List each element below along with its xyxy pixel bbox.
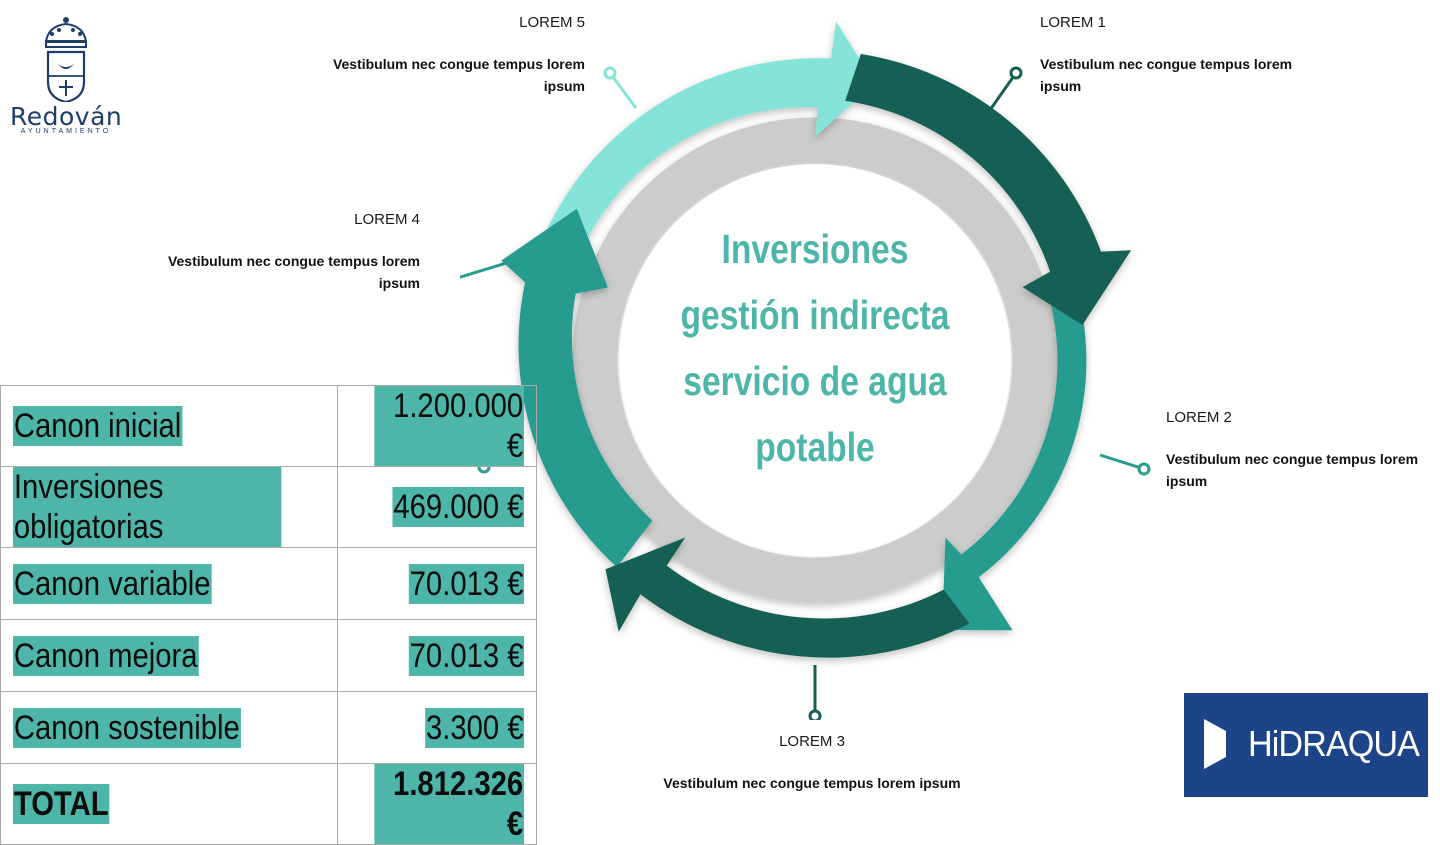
row-label: Canon variable [13, 563, 212, 604]
brand-name: HiDRAQUA [1248, 723, 1420, 764]
row-value-cell: 70.013 € [337, 619, 537, 692]
table-row: Canon variable 70.013 € [0, 547, 537, 620]
table-row: Canon mejora 70.013 € [0, 619, 537, 692]
table-row: Canon inicial 1.200.000 € [0, 385, 537, 467]
callout-5: LOREM 5 Vestibulum nec congue tempus lor… [295, 14, 585, 97]
table-total-row: TOTAL 1.812.326 € [0, 763, 537, 845]
title-line-4: potable [755, 424, 875, 470]
diagram-title: Inversiones gestión indirecta servicio d… [672, 216, 959, 480]
callout-1-dot [1009, 66, 1023, 80]
row-value: 70.013 € [408, 635, 524, 676]
row-label: Inversiones obligatorias [13, 467, 282, 547]
total-label-cell: TOTAL [0, 763, 338, 845]
row-value: 1.200.000 € [374, 386, 524, 466]
inner-ring [572, 117, 1058, 603]
center-circle [619, 164, 1011, 556]
row-value: 3.300 € [424, 707, 524, 748]
row-value-cell: 3.300 € [337, 691, 537, 764]
cycle-arrow-dark-bottom [605, 537, 970, 658]
callout-4-heading: LOREM 4 [354, 211, 420, 228]
callout-3: LOREM 3 Vestibulum nec congue tempus lor… [662, 733, 962, 794]
total-label: TOTAL [13, 784, 110, 824]
cycle-arrow-mid-right [942, 298, 1087, 631]
title-line-2: gestión indirecta [680, 292, 950, 338]
row-value: 469.000 € [392, 487, 524, 527]
row-label-cell: Inversiones obligatorias [0, 466, 338, 548]
logo-name: Redován [10, 102, 123, 131]
callout-3-body: Vestibulum nec congue tempus lorem ipsum [663, 775, 961, 791]
cycle-arrow-light [547, 21, 875, 250]
callout-2-dot [1137, 462, 1151, 476]
callout-1: LOREM 1 Vestibulum nec congue tempus lor… [1040, 14, 1330, 97]
row-label: Canon sostenible [13, 707, 241, 748]
callout-1-heading: LOREM 1 [1040, 14, 1106, 31]
row-label-cell: Canon variable [0, 547, 338, 620]
callout-5-heading: LOREM 5 [519, 14, 585, 31]
callout-5-body: Vestibulum nec congue tempus lorem ipsum [332, 56, 585, 94]
total-value: 1.812.326 € [374, 764, 524, 844]
crest-icon [44, 17, 88, 102]
row-value-cell: 1.200.000 € [337, 385, 537, 467]
row-value-cell: 70.013 € [337, 547, 537, 620]
callout-1-body: Vestibulum nec congue tempus lorem ipsum [1040, 56, 1293, 94]
cycle-diagram [460, 21, 1151, 720]
cycle-arrow-mid-left [501, 208, 653, 568]
redovan-logo: Redován AYUNTAMIENTO [10, 14, 122, 140]
row-value: 70.013 € [408, 563, 524, 604]
callout-4-body: Vestibulum nec congue tempus lorem ipsum [167, 253, 420, 291]
hidraqua-logo: HiDRAQUA [1184, 693, 1428, 797]
title-line-3: servicio de agua [683, 358, 947, 404]
callout-2-heading: LOREM 2 [1166, 409, 1232, 426]
row-label: Canon mejora [13, 635, 199, 676]
cycle-arrow-dark-top [845, 54, 1132, 325]
callout-2: LOREM 2 Vestibulum nec congue tempus lor… [1166, 409, 1440, 492]
callout-3-dot [808, 709, 822, 720]
row-value-cell: 469.000 € [337, 466, 537, 548]
total-value-cell: 1.812.326 € [337, 763, 537, 845]
title-line-1: Inversiones [721, 226, 909, 272]
investment-table: Canon inicial 1.200.000 € Inversiones ob… [0, 385, 537, 845]
row-label: Canon inicial [13, 406, 183, 446]
callout-2-body: Vestibulum nec congue tempus lorem ipsum [1166, 451, 1419, 489]
callout-4: LOREM 4 Vestibulum nec congue tempus lor… [130, 211, 420, 294]
row-label-cell: Canon sostenible [0, 691, 338, 764]
logo-subtitle: AYUNTAMIENTO [20, 128, 112, 135]
callout-3-heading: LOREM 3 [779, 733, 845, 750]
play-triangle-icon [1204, 719, 1226, 769]
table-row: Inversiones obligatorias 469.000 € [0, 466, 537, 548]
row-label-cell: Canon mejora [0, 619, 338, 692]
callout-5-dot [603, 66, 617, 80]
row-label-cell: Canon inicial [0, 385, 338, 467]
table-row: Canon sostenible 3.300 € [0, 691, 537, 764]
